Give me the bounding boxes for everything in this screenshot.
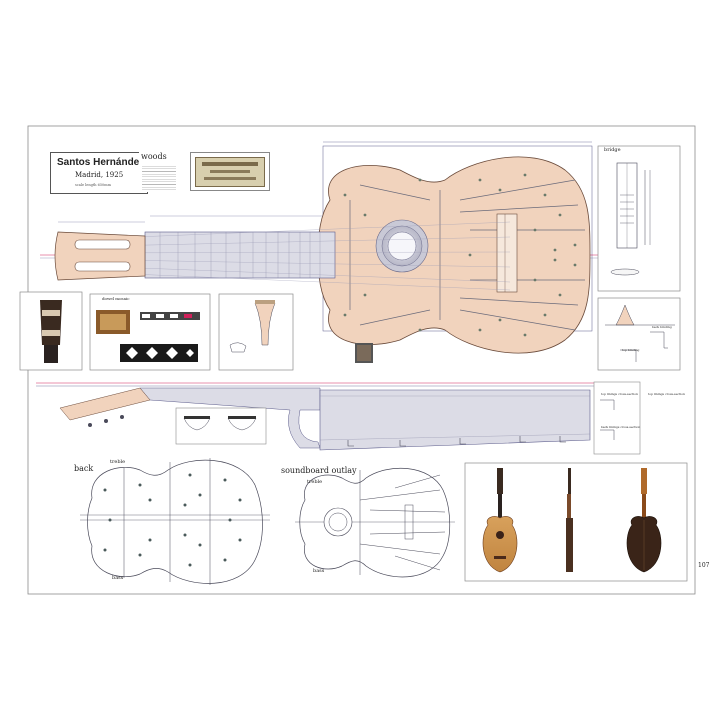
top-binding-label: top binding <box>622 348 640 352</box>
bass-top-label: bass <box>313 568 325 574</box>
top-guitar-plan <box>40 141 655 363</box>
guitar-photos <box>464 462 688 582</box>
treble-back-label: treble <box>110 459 126 465</box>
place-year: Madrid, 1925 <box>75 171 124 179</box>
back-binding-label: back binding <box>652 325 672 329</box>
back-label: back <box>74 464 94 473</box>
makers-label-photo <box>190 152 270 191</box>
label-image <box>195 157 265 187</box>
binding-panel <box>597 297 681 371</box>
linings-panel <box>593 381 641 455</box>
maker-name: Santos Hernández <box>57 157 145 168</box>
back-plan <box>80 458 270 585</box>
soundboard-outlay <box>295 467 455 578</box>
woods-block: woods <box>139 152 181 192</box>
treble-top-label: treble <box>307 479 323 485</box>
headstock-photo <box>19 291 83 371</box>
top-linings-label-2: top linings cross-section <box>648 392 685 396</box>
woods-heading: woods <box>141 152 167 161</box>
soundboard-outlay-label: soundboard outlay <box>281 466 357 475</box>
back-linings-label: back linings cross-section <box>601 425 641 429</box>
woods-list <box>142 164 176 190</box>
bridge-panel <box>597 145 681 292</box>
dowel-mosaic-panel <box>89 293 211 371</box>
dowel-mosaic-label: dowel mosaic <box>102 296 130 301</box>
soundboard-body <box>317 156 591 354</box>
side-view <box>36 382 630 451</box>
heel-panel <box>218 293 294 371</box>
title-block: Santos Hernández Madrid, 1925 scale leng… <box>50 152 148 194</box>
page-number: 107 <box>698 562 710 569</box>
bass-back-label: bass <box>112 575 124 581</box>
scale-note: scale length 650mm <box>75 183 111 187</box>
top-linings-label: top linings cross-section <box>601 392 638 396</box>
bridge-label: bridge <box>604 147 621 153</box>
neck-sections <box>175 407 267 445</box>
